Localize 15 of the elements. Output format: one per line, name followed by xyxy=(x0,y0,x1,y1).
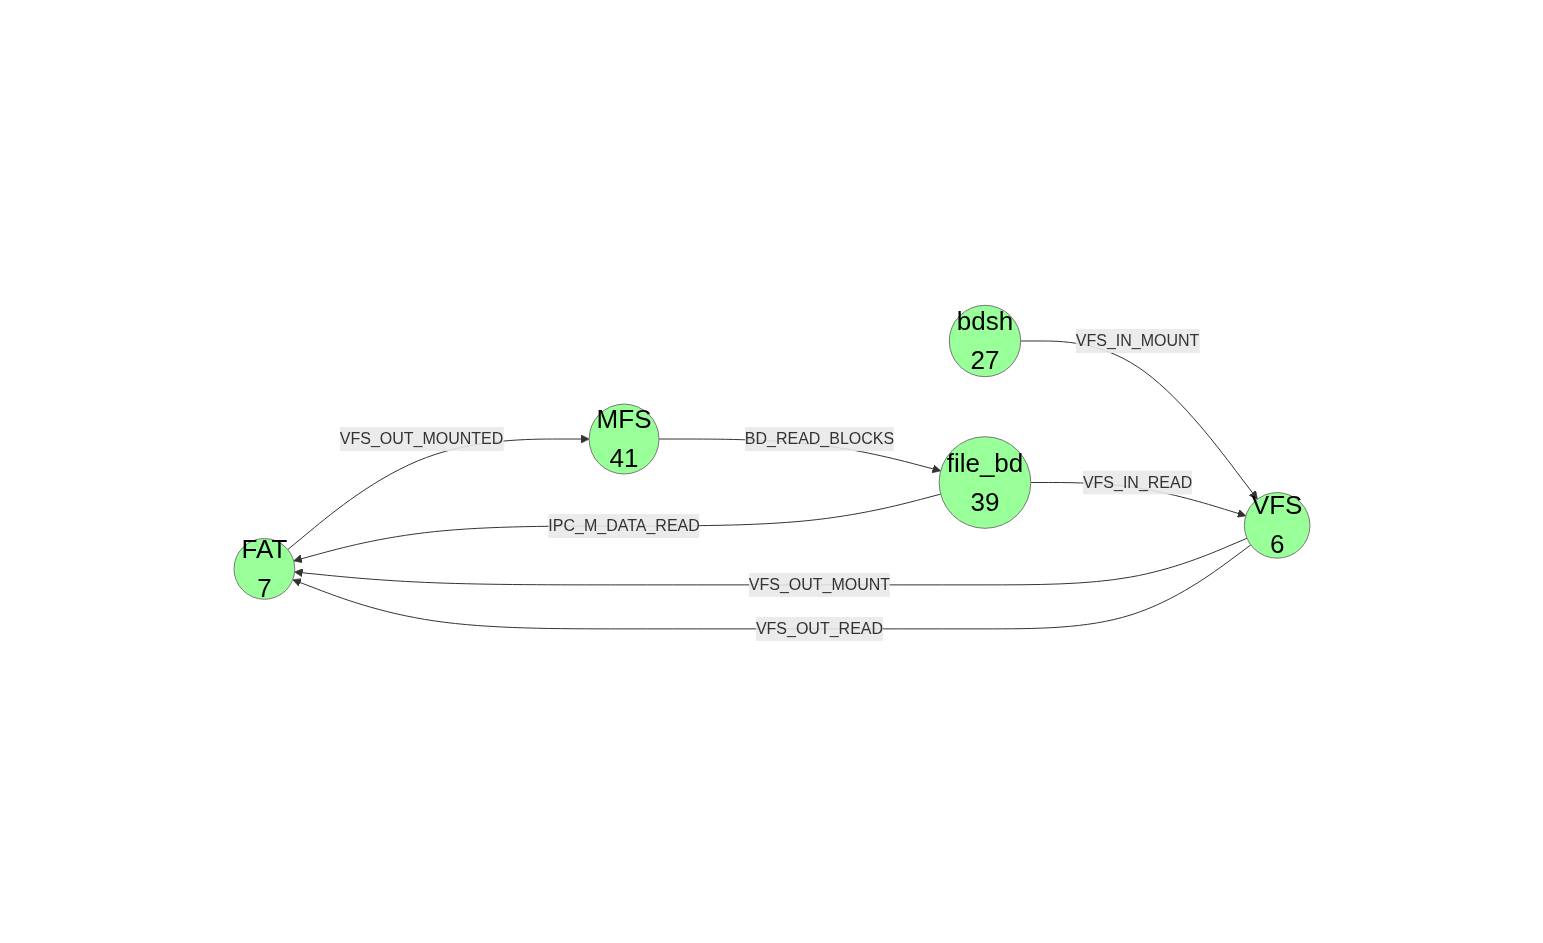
node-circle: bdsh 27 xyxy=(948,304,1021,378)
edge-label: VFS_IN_MOUNT xyxy=(1075,332,1199,350)
edge-label: VFS_OUT_MOUNT xyxy=(748,575,890,593)
node-circle: FAT 7 xyxy=(233,538,295,600)
node-circle: VFS 6 xyxy=(1243,492,1310,559)
edge-label: VFS_OUT_MOUNTED xyxy=(339,430,503,448)
edge-label: VFS_OUT_READ xyxy=(755,619,883,637)
node-circle: file_bd 39 xyxy=(938,436,1031,529)
edge-label: VFS_IN_READ xyxy=(1082,473,1192,491)
edge-label: BD_READ_BLOCKS xyxy=(744,430,894,448)
node-circle: MFS 41 xyxy=(588,403,659,475)
arrow xyxy=(1019,340,1258,500)
arrow xyxy=(291,544,1251,630)
arrow xyxy=(292,493,941,564)
edge-label: IPC_M_DATA_READ xyxy=(547,517,700,535)
